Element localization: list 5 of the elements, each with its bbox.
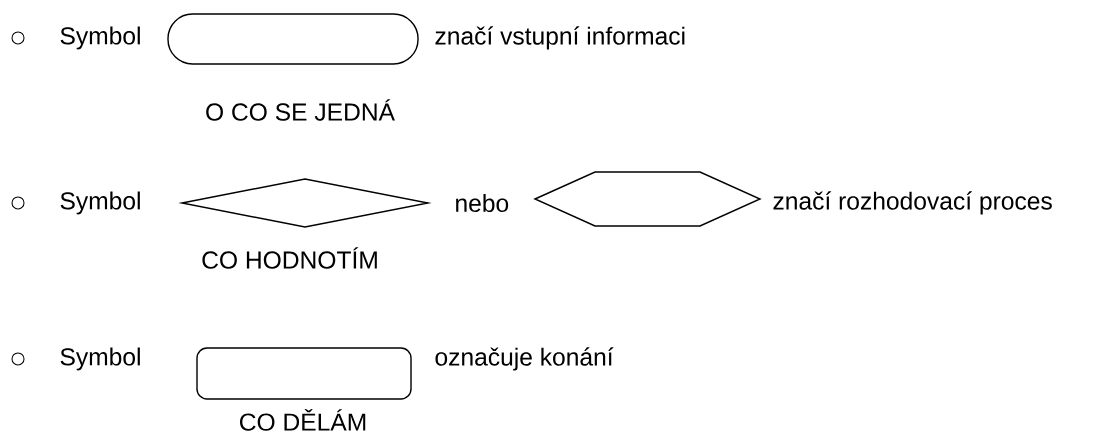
caption-text: O CO SE JEDNÁ (206, 99, 395, 121)
caption-text: CO HODNOTÍM (202, 247, 377, 269)
label-text: označuje konání (435, 347, 614, 371)
label-text: nebo (456, 193, 509, 213)
caption-text: CO DĚLÁM (240, 409, 366, 431)
